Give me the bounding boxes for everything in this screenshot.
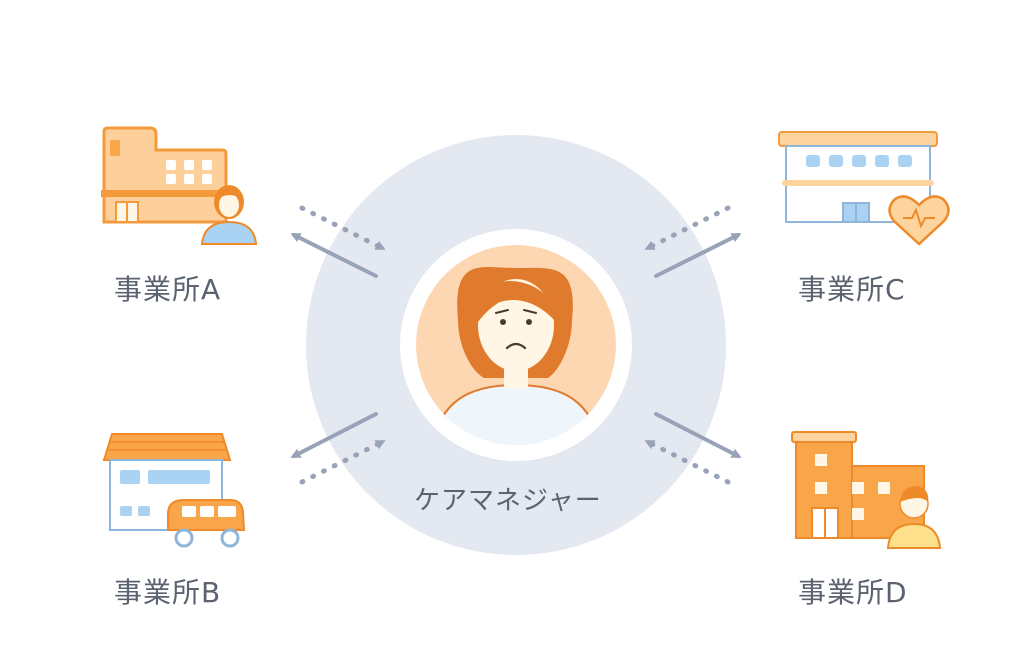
care-manager-avatar: [400, 229, 632, 461]
office-d-label: 事業所D: [798, 576, 908, 609]
office-b-building-icon: [102, 433, 232, 531]
office-b-label: 事業所B: [114, 576, 222, 609]
van-icon: [167, 499, 246, 548]
office-c-building-icon: [778, 131, 938, 223]
dotted-arrow-from-office-b: [299, 439, 386, 485]
dotted-arrow-from-office-c: [644, 205, 731, 251]
arrow-to-office-a: [290, 233, 378, 278]
office-a-label: 事業所A: [114, 273, 222, 306]
office-a-building-icon: [101, 126, 229, 224]
arrow-to-office-d: [654, 412, 742, 458]
arrows: [290, 205, 742, 485]
arrow-to-office-c: [654, 233, 742, 278]
office-c-label: 事業所C: [798, 273, 906, 306]
dotted-arrow-from-office-d: [644, 439, 731, 485]
staff-woman-icon: [200, 185, 258, 245]
arrow-to-office-b: [290, 412, 378, 458]
dotted-arrow-from-office-a: [299, 205, 386, 251]
care-manager-label: ケアマネジャー: [414, 486, 602, 516]
office-d-building-icon: [791, 431, 925, 539]
staff-man-icon: [886, 486, 942, 549]
heart-icon: [888, 195, 950, 246]
